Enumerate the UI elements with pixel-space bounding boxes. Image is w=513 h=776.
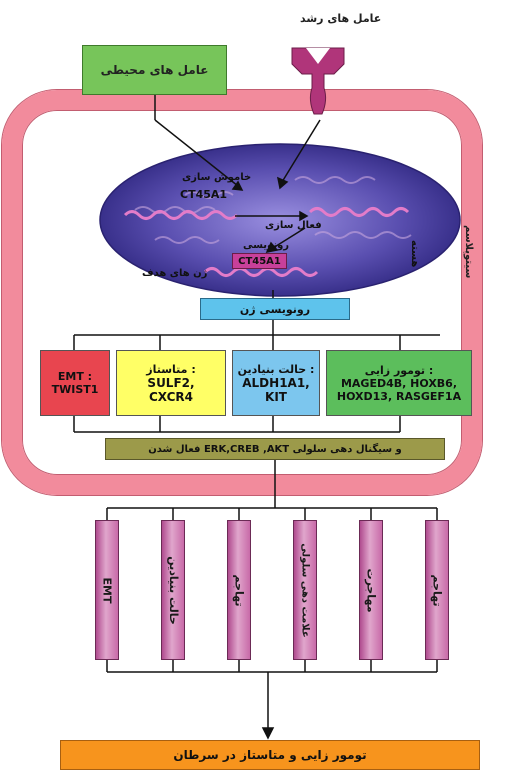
category-gene: SULF2, <box>147 375 195 390</box>
category-gene: MAGED4B, HOXB6, <box>340 376 458 390</box>
category-metastasis: متاستاز : SULF2, CXCR4 <box>116 350 226 416</box>
category-gene: ALDH1A1, <box>242 375 310 390</box>
process-pill: تهاجم <box>425 520 449 660</box>
target-genes-label: ژن های هدف <box>142 268 208 279</box>
process-pill: مهاجرت <box>359 520 383 660</box>
nucleus <box>99 143 461 297</box>
category-stemness: حالت بنیادین : ALDH1A1, KIT <box>232 350 320 416</box>
process-label: تهاجم <box>232 573 246 607</box>
growth-factor-label: عامل های رشد <box>300 12 382 25</box>
gene-transcription-box: رونویسی ژن <box>200 298 350 320</box>
signaling-label: فعال شدن ERK,CREB ,AKT و سیگنال دهی سلول… <box>148 443 402 455</box>
category-title: EMT : <box>57 370 93 383</box>
category-gene: HOXD13, RASGEF1A <box>336 389 462 403</box>
process-label: تهاجم <box>430 573 444 607</box>
transcription-label: رونویسی <box>243 240 290 251</box>
category-title: حالت بنیادین : <box>237 362 315 376</box>
process-label: EMT <box>100 577 114 603</box>
process-pill: EMT <box>95 520 119 660</box>
category-gene: CXCR4 <box>148 389 194 404</box>
activation-label: فعال سازی <box>265 220 322 231</box>
silencing-gene: CT45A1 <box>180 188 228 201</box>
category-title: تومور زایی : <box>364 363 434 377</box>
transcription-gene-box: CT45A1 <box>232 253 287 269</box>
category-gene: KIT <box>265 389 287 404</box>
transcription-gene: CT45A1 <box>238 255 281 267</box>
category-emt: EMT : TWIST1 <box>40 350 110 416</box>
outcome-label: تومور زایی و متاستاز در سرطان <box>173 748 367 762</box>
gene-transcription-label: رونویسی ژن <box>239 302 311 316</box>
category-title: متاستاز : <box>146 362 196 376</box>
category-tumorigenesis: تومور زایی : MAGED4B, HOXB6, HOXD13, RAS… <box>326 350 472 416</box>
process-pill: علامت دهی سلولی <box>293 520 317 660</box>
process-pill: حالت بنیادین <box>161 520 185 660</box>
outcome-bar: تومور زایی و متاستاز در سرطان <box>60 740 480 770</box>
category-gene: TWIST1 <box>51 383 99 396</box>
receptor-icon <box>291 47 345 115</box>
process-label: علامت دهی سلولی <box>299 542 311 638</box>
process-label: حالت بنیادین <box>166 555 180 625</box>
silencing-label: خاموش سازی <box>182 172 252 183</box>
environmental-factors-box: عامل های محیطی <box>82 45 227 95</box>
environmental-factors-label: عامل های محیطی <box>100 63 209 77</box>
signaling-bar: فعال شدن ERK,CREB ,AKT و سیگنال دهی سلول… <box>105 438 445 460</box>
process-pill: تهاجم <box>227 520 251 660</box>
process-label: مهاجرت <box>364 567 378 613</box>
